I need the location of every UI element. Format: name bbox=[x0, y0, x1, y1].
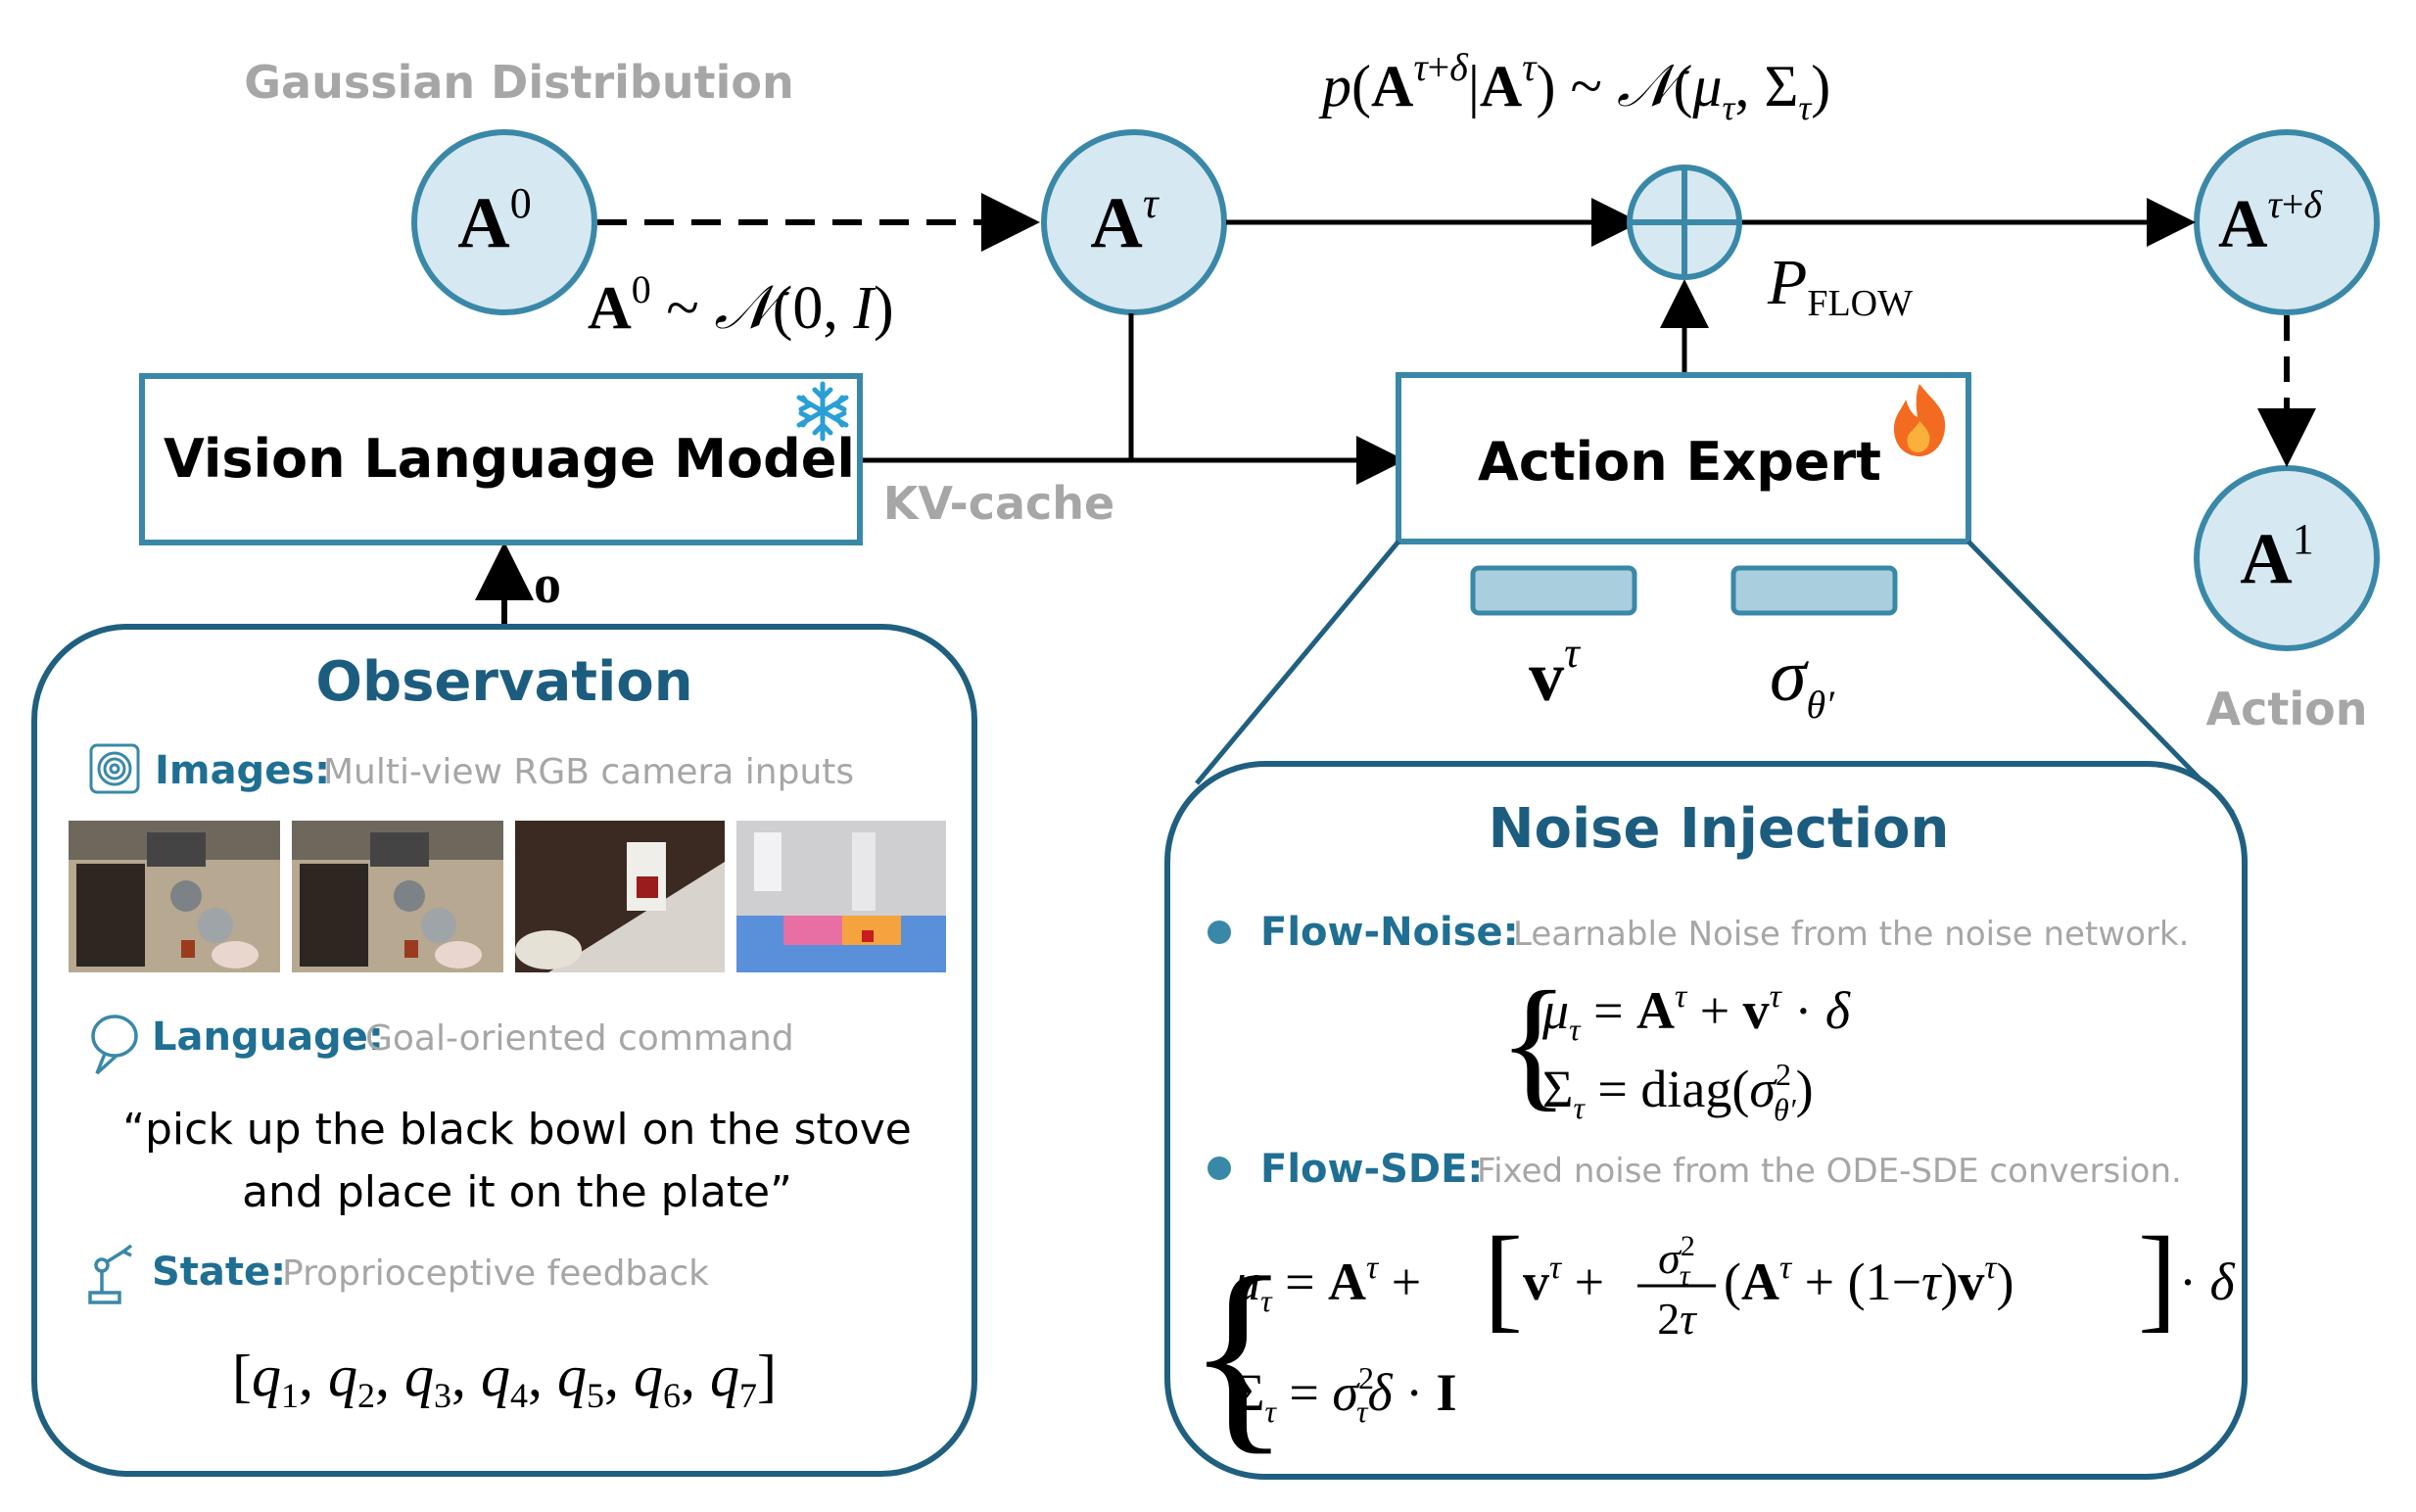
node-a-tau: Aτ bbox=[1041, 129, 1227, 315]
camera-icon bbox=[89, 743, 140, 794]
kv-cache-label: KV-cache bbox=[883, 477, 1115, 530]
zoom-line-right bbox=[1966, 540, 2235, 815]
sum-node bbox=[1627, 165, 1742, 280]
observation-symbol: o bbox=[534, 554, 561, 615]
camera-view-3 bbox=[515, 821, 725, 972]
flow-sde-label: Flow-SDE: bbox=[1260, 1147, 1483, 1192]
svg-text:A0 ~ 𝒩(0, I): A0 ~ 𝒩(0, I) bbox=[588, 267, 894, 342]
velocity-output: vτ bbox=[1470, 565, 1637, 716]
action-expert-title: Action Expert bbox=[1478, 431, 1881, 493]
vision-language-model-box: Vision Language Model bbox=[139, 373, 863, 545]
init-formula: A0 ~ 𝒩(0, I) bbox=[588, 267, 894, 342]
svg-text:σ2τ: σ2τ bbox=[1658, 1230, 1695, 1292]
transition-formula: p(Aτ+δ|Aτ) ~ 𝒩(μτ, Στ) bbox=[1318, 45, 1830, 127]
svg-text:vτ +: vτ + bbox=[1523, 1250, 1604, 1311]
pflow-label: PFLOW bbox=[1767, 247, 1913, 324]
camera-view-2 bbox=[292, 821, 503, 972]
svg-text:[: [ bbox=[1484, 1212, 1523, 1343]
speech-bubble-icon bbox=[91, 1015, 138, 1075]
sigma-output: σθ′ bbox=[1730, 565, 1898, 727]
flow-sde-bullet bbox=[1208, 1157, 1231, 1180]
snowflake-icon bbox=[796, 381, 849, 442]
robot-arm-icon bbox=[88, 1244, 133, 1304]
state-label: State: bbox=[152, 1250, 286, 1295]
noise-injection-title: Noise Injection bbox=[1489, 797, 1950, 861]
language-description: Goal-oriented command bbox=[365, 1018, 794, 1059]
svg-text:(Aτ + (1−τ)vτ): (Aτ + (1−τ)vτ) bbox=[1724, 1250, 2014, 1311]
zoom-line-left bbox=[1195, 540, 1400, 785]
observation-panel: Observation Images: Multi-view RGB camer… bbox=[31, 624, 977, 1477]
vlm-title: Vision Language Model bbox=[164, 428, 855, 490]
svg-text:2τ: 2τ bbox=[1657, 1294, 1697, 1344]
svg-text:]: ] bbox=[2138, 1212, 2177, 1343]
images-description: Multi-view RGB camera inputs bbox=[323, 752, 854, 792]
language-label: Language: bbox=[152, 1015, 384, 1060]
state-description: Proprioceptive feedback bbox=[282, 1253, 709, 1294]
svg-text:Στ = diag(σ2θ′): Στ = diag(σ2θ′) bbox=[1542, 1057, 1814, 1127]
observation-title: Observation bbox=[315, 650, 692, 714]
svg-text:p(Aτ+δ|Aτ) ~ 𝒩(μτ, Στ): p(Aτ+δ|Aτ) ~ 𝒩(μτ, Στ) bbox=[1318, 45, 1830, 127]
node-a1: A1 bbox=[2194, 465, 2380, 651]
node-a0: A0 bbox=[411, 129, 597, 315]
node-a-tau-delta: Aτ+δ bbox=[2194, 129, 2380, 315]
fire-icon bbox=[1894, 384, 1946, 456]
action-expert-box: Action Expert bbox=[1396, 372, 1971, 544]
noise-injection-panel: Noise Injection Flow-Noise: Learnable No… bbox=[1164, 761, 2248, 1480]
flow-noise-label: Flow-Noise: bbox=[1260, 910, 1519, 955]
svg-text:σθ′: σθ′ bbox=[1770, 635, 1835, 727]
command-line-1: “pick up the black bowl on the stove bbox=[122, 1105, 912, 1155]
flow-sde-description: Fixed noise from the ODE-SDE conversion. bbox=[1477, 1152, 2182, 1191]
gaussian-distribution-label: Gaussian Distribution bbox=[244, 56, 793, 109]
svg-text:· δ: · δ bbox=[2179, 1252, 2235, 1311]
camera-view-4 bbox=[736, 821, 946, 972]
svg-text:μτ = Aτ + vτ · δ: μτ = Aτ + vτ · δ bbox=[1541, 978, 1851, 1047]
svg-text:[q1, q2, q3, q4, q5, q6, q7]: [q1, q2, q3, q4, q5, q6, q7] bbox=[232, 1344, 777, 1415]
images-label: Images: bbox=[155, 748, 330, 793]
svg-text:μτ = Aτ +: μτ = Aτ + bbox=[1233, 1250, 1421, 1318]
state-vector: [q1, q2, q3, q4, q5, q6, q7] bbox=[232, 1344, 777, 1415]
svg-text:PFLOW: PFLOW bbox=[1767, 247, 1913, 324]
command-line-2: and place it on the plate” bbox=[242, 1167, 792, 1217]
svg-text:vτ: vτ bbox=[1529, 629, 1582, 716]
flow-noise-description: Learnable Noise from the noise network. bbox=[1513, 915, 2189, 954]
action-label: Action bbox=[2206, 683, 2368, 735]
flow-noise-bullet bbox=[1208, 921, 1231, 944]
svg-text:{: { bbox=[1187, 1233, 1291, 1472]
camera-view-1 bbox=[69, 821, 280, 972]
svg-text:{: { bbox=[1498, 962, 1569, 1124]
